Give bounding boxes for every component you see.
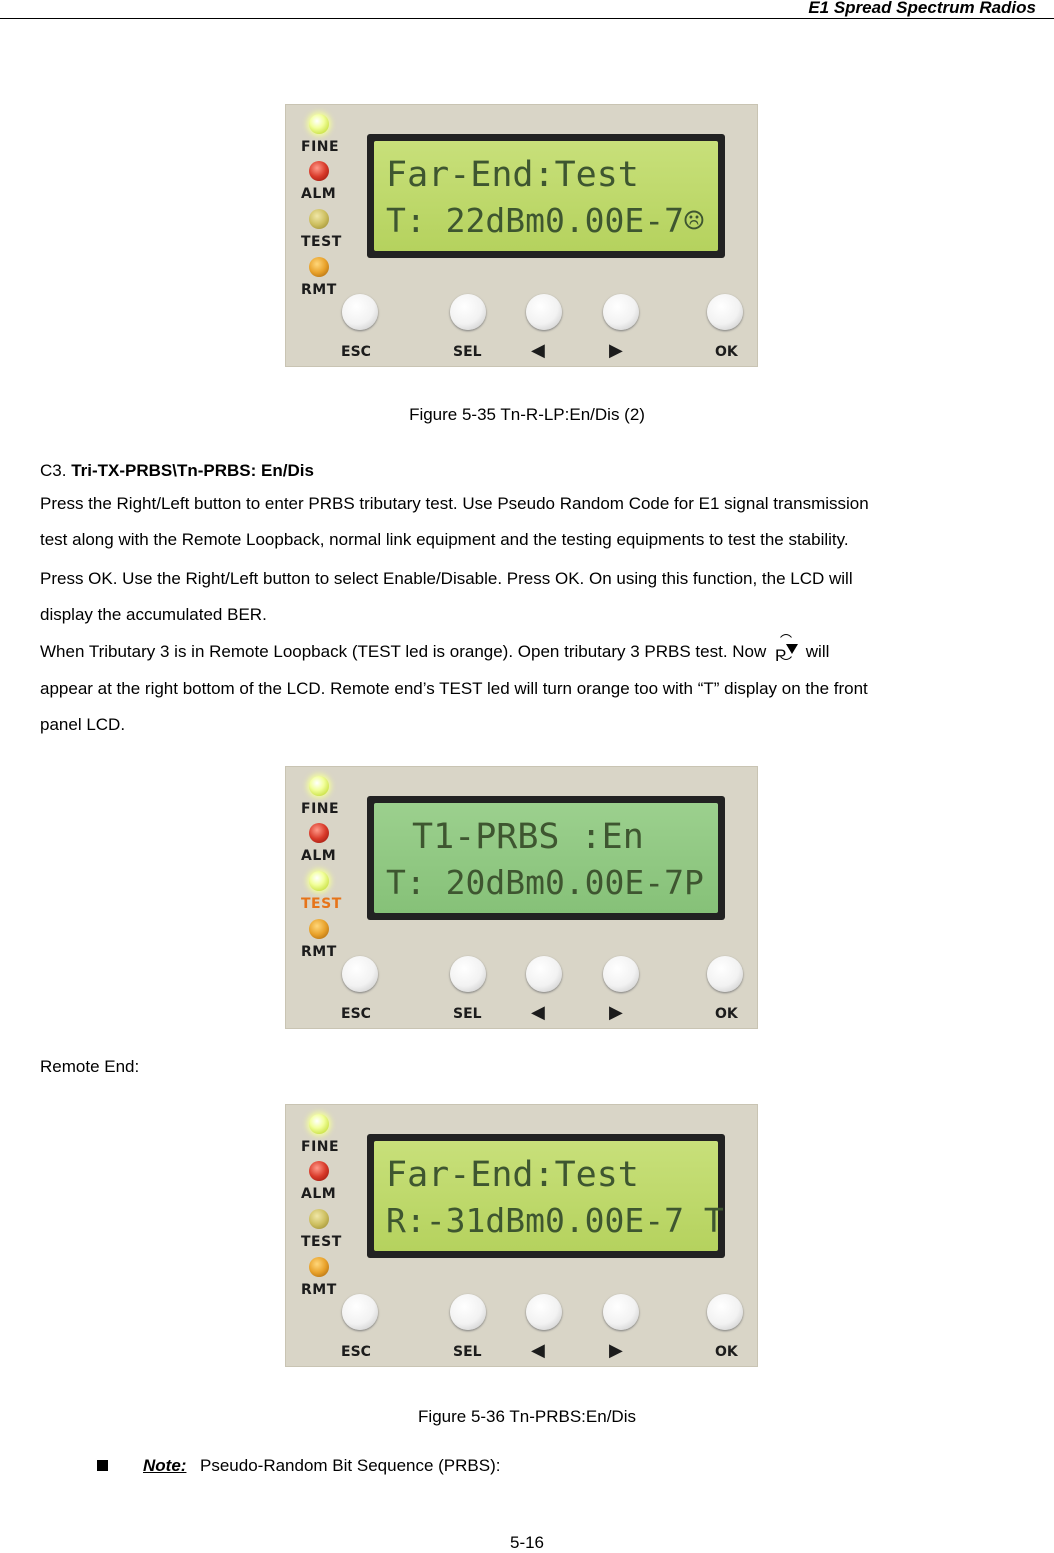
lcd-screen: Far-End:Test R:-31dBm0.00E-7 T bbox=[374, 1141, 724, 1251]
device-panel-figure-3: FINE ALM TEST RMT Far-End:Test R:-31dBm0… bbox=[285, 1104, 758, 1367]
body-line-2: test along with the Remote Loopback, nor… bbox=[40, 530, 849, 549]
ok-button[interactable] bbox=[707, 294, 743, 330]
sel-label: SEL bbox=[453, 344, 482, 360]
bullet-square-icon bbox=[97, 1460, 108, 1471]
body-line-5: When Tributary 3 is in Remote Loopback (… bbox=[40, 634, 1054, 670]
header-title: E1 Spread Spectrum Radios bbox=[808, 0, 1036, 17]
sel-label: SEL bbox=[453, 1006, 482, 1022]
test-led bbox=[309, 209, 329, 229]
device-panel-figure-1: FINE ALM TEST RMT Far-End:Test T: 22dBm0… bbox=[285, 104, 758, 367]
lcd-screen: Far-End:Test T: 22dBm0.00E-7☹ bbox=[374, 141, 718, 251]
esc-label: ESC bbox=[341, 1344, 371, 1360]
ok-label: OK bbox=[715, 344, 738, 360]
right-arrow-icon: ▶ bbox=[609, 340, 623, 361]
figure-caption-5-35: Figure 5-35 Tn-R-LP:En/Dis (2) bbox=[409, 405, 645, 424]
rmt-led bbox=[309, 1257, 329, 1277]
right-button[interactable] bbox=[603, 294, 639, 330]
lcd-line-2: R:-31dBm0.00E-7 T bbox=[386, 1201, 724, 1240]
left-arrow-icon: ◀ bbox=[531, 1002, 545, 1023]
sel-button[interactable] bbox=[450, 956, 486, 992]
header-rule bbox=[0, 18, 1054, 19]
rmt-label: RMT bbox=[301, 1282, 337, 1298]
body-line-1: Press the Right/Left button to enter PRB… bbox=[40, 494, 869, 513]
test-label: TEST bbox=[301, 1234, 342, 1250]
fine-label: FINE bbox=[301, 139, 340, 155]
body-line-6: appear at the right bottom of the LCD. R… bbox=[40, 679, 868, 698]
ok-button[interactable] bbox=[707, 1294, 743, 1330]
fine-led bbox=[309, 776, 329, 796]
lcd-screen: T1-PRBS :En T: 20dBm0.00E-7P bbox=[374, 803, 718, 913]
lcd-display: Far-End:Test T: 22dBm0.00E-7☹ bbox=[367, 134, 725, 258]
test-label: TEST bbox=[301, 896, 342, 912]
lcd-line-2: T: 20dBm0.00E-7P bbox=[386, 863, 704, 902]
rmt-label: RMT bbox=[301, 944, 337, 960]
rmt-led bbox=[309, 257, 329, 277]
rmt-led bbox=[309, 919, 329, 939]
body-line-5-end: will bbox=[805, 642, 830, 661]
rmt-label: RMT bbox=[301, 282, 337, 298]
test-label: TEST bbox=[301, 234, 342, 250]
lcd-line-1: Far-End:Test bbox=[386, 155, 639, 195]
fine-led bbox=[309, 114, 329, 134]
lcd-line-1: T1-PRBS :En bbox=[412, 817, 644, 857]
left-button[interactable] bbox=[526, 956, 562, 992]
esc-button[interactable] bbox=[342, 1294, 378, 1330]
ok-button[interactable] bbox=[707, 956, 743, 992]
left-button[interactable] bbox=[526, 1294, 562, 1330]
body-line-3: Press OK. Use the Right/Left button to s… bbox=[40, 569, 853, 588]
note-text: Pseudo-Random Bit Sequence (PRBS): bbox=[200, 1456, 501, 1475]
section-title: Tri-TX-PRBS\Tn-PRBS: En/Dis bbox=[71, 461, 314, 480]
remote-end-label: Remote End: bbox=[40, 1057, 140, 1076]
ok-label: OK bbox=[715, 1344, 738, 1360]
device-panel-figure-2: FINE ALM TEST RMT T1-PRBS :En T: 20dBm0.… bbox=[285, 766, 758, 1029]
alm-label: ALM bbox=[301, 848, 337, 864]
down-triangle-icon bbox=[786, 644, 799, 654]
fine-label: FINE bbox=[301, 1139, 340, 1155]
lcd-display: T1-PRBS :En T: 20dBm0.00E-7P bbox=[367, 796, 725, 920]
alm-label: ALM bbox=[301, 1186, 337, 1202]
test-led bbox=[309, 1209, 329, 1229]
right-button[interactable] bbox=[603, 1294, 639, 1330]
right-arrow-icon: ▶ bbox=[609, 1340, 623, 1361]
left-arrow-icon: ◀ bbox=[531, 340, 545, 361]
right-button[interactable] bbox=[603, 956, 639, 992]
ok-label: OK bbox=[715, 1006, 738, 1022]
lcd-display: Far-End:Test R:-31dBm0.00E-7 T bbox=[367, 1134, 725, 1258]
alm-led bbox=[309, 823, 329, 843]
esc-button[interactable] bbox=[342, 956, 378, 992]
lcd-line-1: Far-End:Test bbox=[386, 1155, 639, 1195]
alm-led bbox=[309, 1161, 329, 1181]
note-label: Note: bbox=[143, 1456, 187, 1475]
page-number: 5-16 bbox=[509, 1533, 545, 1552]
esc-label: ESC bbox=[341, 1006, 371, 1022]
body-line-4: display the accumulated BER. bbox=[40, 605, 267, 624]
prbs-indicator-icon: P bbox=[775, 634, 799, 665]
left-button[interactable] bbox=[526, 294, 562, 330]
right-arrow-icon: ▶ bbox=[609, 1002, 623, 1023]
esc-label: ESC bbox=[341, 344, 371, 360]
lcd-line-2: T: 22dBm0.00E-7☹ bbox=[386, 201, 704, 240]
esc-button[interactable] bbox=[342, 294, 378, 330]
section-number: C3. bbox=[40, 461, 67, 480]
left-arrow-icon: ◀ bbox=[531, 1340, 545, 1361]
section-heading: C3. Tri-TX-PRBS\Tn-PRBS: En/Dis bbox=[40, 453, 1054, 489]
sel-label: SEL bbox=[453, 1344, 482, 1360]
prbs-arc-icon bbox=[777, 634, 796, 660]
fine-label: FINE bbox=[301, 801, 340, 817]
test-led bbox=[309, 871, 329, 891]
sel-button[interactable] bbox=[450, 294, 486, 330]
alm-led bbox=[309, 161, 329, 181]
body-line-5-start: When Tributary 3 is in Remote Loopback (… bbox=[40, 642, 767, 661]
sel-button[interactable] bbox=[450, 1294, 486, 1330]
figure-caption-5-36: Figure 5-36 Tn-PRBS:En/Dis bbox=[418, 1407, 636, 1426]
body-line-7: panel LCD. bbox=[40, 715, 126, 734]
fine-led bbox=[309, 1114, 329, 1134]
prbs-icon-letter: P bbox=[775, 646, 787, 665]
alm-label: ALM bbox=[301, 186, 337, 202]
